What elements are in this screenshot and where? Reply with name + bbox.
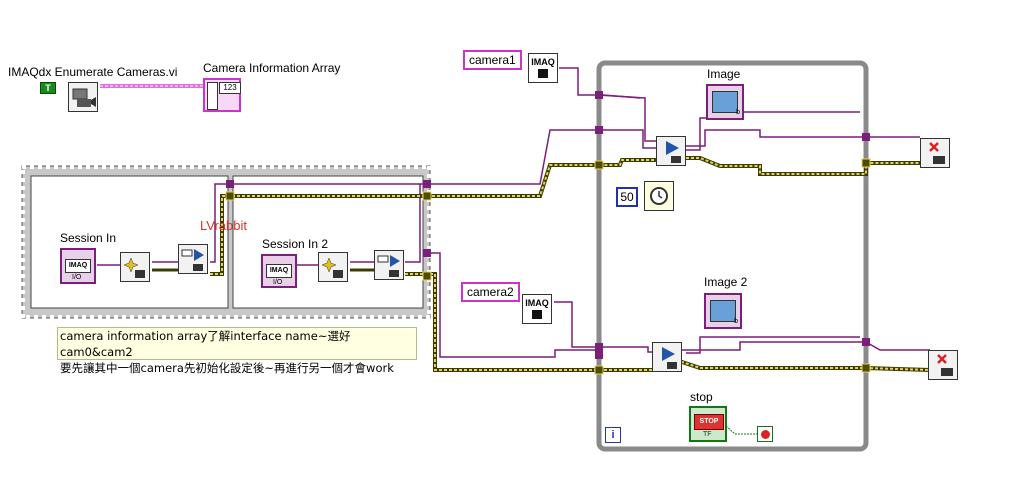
plug-icon [532, 310, 542, 319]
play-icon [662, 347, 677, 369]
tunnels [225, 91, 871, 375]
stop-circle-icon [761, 430, 770, 439]
image1-label: Image [707, 67, 741, 81]
imaq-ref-constant-2[interactable]: IMAQ [522, 294, 552, 324]
watermark-text: LVrabbit [200, 218, 247, 233]
wait-ms-function[interactable] [644, 181, 674, 211]
imaq-text: IMAQ [65, 259, 91, 273]
close-camera-vi-1[interactable] [920, 138, 950, 168]
start-vi-2[interactable] [374, 250, 404, 280]
close-icon [929, 142, 945, 164]
imaq-ref-text-2: IMAQ [525, 298, 549, 308]
image-badge-2: b [734, 318, 738, 325]
session-in2-label: Session In 2 [262, 237, 329, 251]
tf-badge: TF [703, 431, 712, 438]
stop-label: stop [690, 390, 713, 404]
loop-iteration-terminal: i [605, 427, 621, 443]
sparkle-icon [123, 257, 145, 278]
play-icon [377, 255, 400, 277]
image1-indicator[interactable]: b [706, 84, 744, 120]
array-numeric-icon: 123 [219, 82, 241, 94]
image2-label: Image 2 [704, 275, 748, 289]
while-loop[interactable] [596, 60, 869, 452]
loop-condition-terminal[interactable] [757, 426, 773, 442]
session-in-label: Session In [60, 231, 117, 245]
io-badge-2: I/O [273, 279, 283, 286]
sparkle-icon [321, 257, 343, 278]
plug-icon [538, 69, 548, 78]
imaq-ref-constant-1[interactable]: IMAQ [528, 53, 558, 83]
stop-text: STOP [694, 414, 724, 430]
start-vi-1[interactable] [178, 244, 208, 274]
stop-button-control[interactable]: STOP TF [689, 406, 727, 442]
grab-vi-1[interactable] [656, 136, 686, 166]
camera1-constant[interactable]: camera1 [463, 50, 522, 70]
play-icon [181, 249, 204, 271]
play-icon [666, 141, 681, 163]
camera-info-array-indicator[interactable]: 123 [203, 78, 241, 112]
image-badge-1: b [736, 109, 740, 116]
comment-line-1: camera information array了解interface name… [60, 329, 351, 359]
wire-stop [725, 425, 757, 435]
wait-ms-constant[interactable]: 50 [616, 187, 638, 207]
session-in-control[interactable]: IMAQ I/O [60, 248, 96, 284]
io-badge-1: I/O [72, 274, 82, 281]
cam-info-label: Camera Information Array [203, 61, 341, 75]
configure-vi-1[interactable] [120, 252, 150, 282]
configure-vi-2[interactable] [318, 252, 348, 282]
camera-icon [72, 88, 96, 107]
image2-indicator[interactable]: b [704, 293, 742, 329]
imaq-ref-text-1: IMAQ [531, 57, 555, 67]
session-in2-control[interactable]: IMAQ I/O [261, 254, 297, 288]
enumerate-cameras-vi[interactable] [68, 82, 98, 112]
grab-vi-2[interactable] [652, 342, 682, 372]
camera2-constant[interactable]: camera2 [461, 282, 520, 302]
imaq-text: IMAQ [266, 264, 292, 278]
picture-icon [710, 300, 736, 322]
comment-line-2: 要先讓其中一個camera先初始化設定後~再進行另一個才會work [60, 361, 394, 375]
comment-note: camera information array了解interface name… [57, 327, 417, 375]
array-index-icon [207, 82, 218, 110]
watch-icon [650, 187, 668, 205]
wire-session-frames [97, 261, 374, 266]
true-constant[interactable]: T [40, 82, 56, 94]
close-icon [937, 354, 953, 376]
picture-icon [712, 91, 738, 113]
close-camera-vi-2[interactable] [928, 350, 958, 380]
enum-vi-label: IMAQdx Enumerate Cameras.vi [8, 65, 178, 79]
